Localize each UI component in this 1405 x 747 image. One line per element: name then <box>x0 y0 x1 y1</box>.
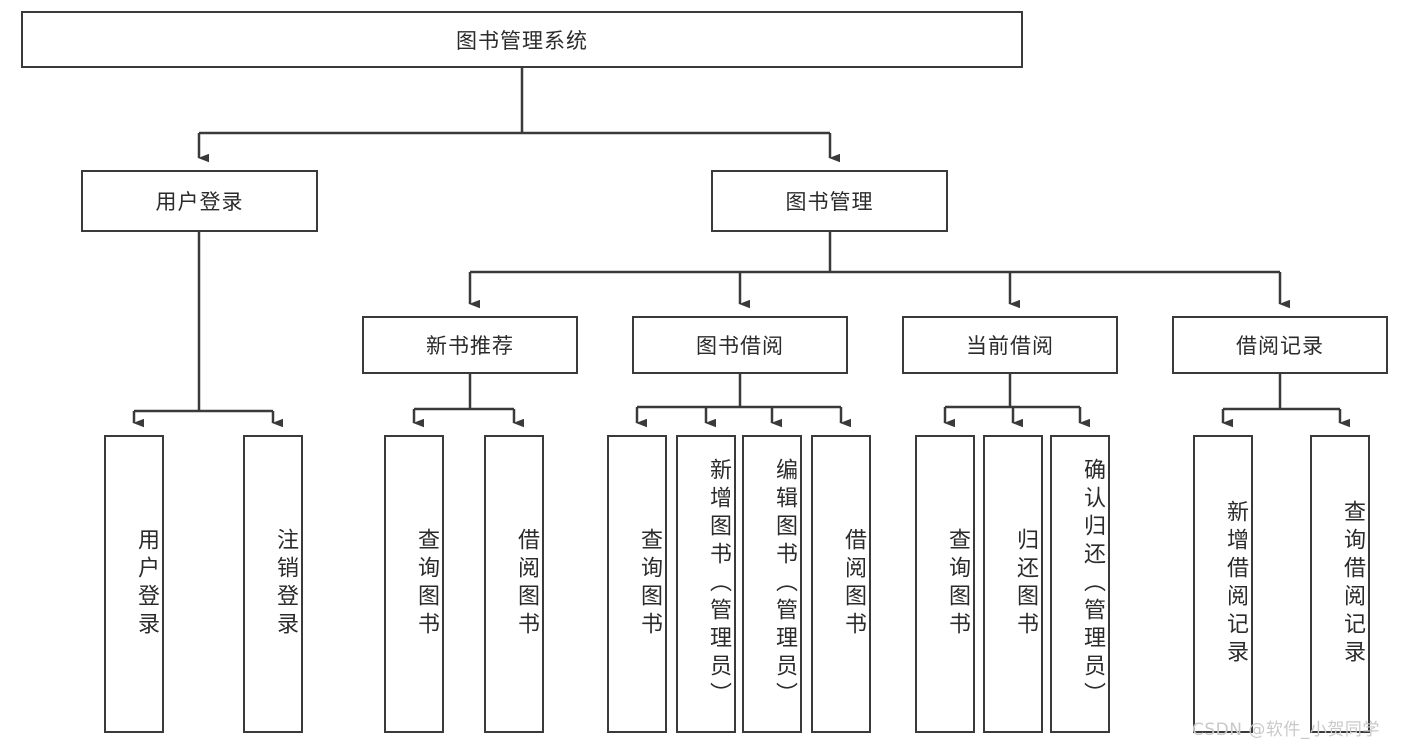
node-user-login[interactable]: 用户登录 <box>81 170 318 232</box>
node-borrow-record[interactable]: 借阅记录 <box>1172 316 1388 374</box>
leaf-add-book-admin[interactable]: 新增图书（管理员） <box>676 435 736 733</box>
leaf-query-book-borrow[interactable]: 查询图书 <box>607 435 667 733</box>
leaf-borrow-book[interactable]: 借阅图书 <box>811 435 871 733</box>
node-root-system[interactable]: 图书管理系统 <box>21 11 1023 68</box>
node-new-book-recommend[interactable]: 新书推荐 <box>362 316 578 374</box>
leaf-borrow-book-rec[interactable]: 借阅图书 <box>484 435 544 733</box>
leaf-query-book-current[interactable]: 查询图书 <box>915 435 975 733</box>
node-current-borrow[interactable]: 当前借阅 <box>902 316 1118 374</box>
leaf-user-login[interactable]: 用户登录 <box>104 435 164 733</box>
leaf-add-borrow-record[interactable]: 新增借阅记录 <box>1193 435 1253 733</box>
leaf-confirm-return-admin[interactable]: 确认归还（管理员） <box>1050 435 1110 733</box>
leaf-edit-book-admin[interactable]: 编辑图书（管理员） <box>742 435 802 733</box>
node-book-borrow[interactable]: 图书借阅 <box>632 316 848 374</box>
leaf-query-borrow-record[interactable]: 查询借阅记录 <box>1310 435 1370 733</box>
node-book-management[interactable]: 图书管理 <box>711 170 948 232</box>
leaf-return-book[interactable]: 归还图书 <box>983 435 1043 733</box>
csdn-watermark: CSDN @软件_小贺同学 <box>1192 720 1380 740</box>
leaf-query-book-rec[interactable]: 查询图书 <box>384 435 444 733</box>
leaf-logout-login[interactable]: 注销登录 <box>243 435 303 733</box>
